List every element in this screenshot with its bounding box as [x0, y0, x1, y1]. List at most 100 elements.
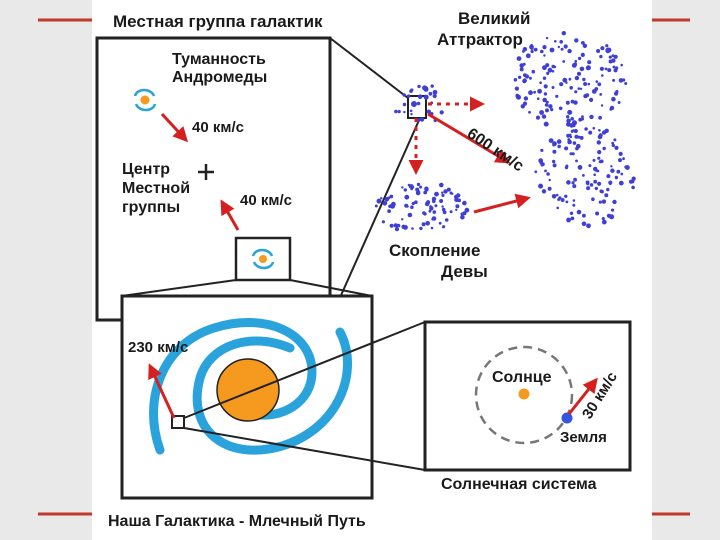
- group-center-plus-icon: [198, 164, 214, 180]
- galaxy-dot: [611, 208, 615, 212]
- galaxy-dot: [611, 141, 615, 145]
- galaxy-dot: [618, 180, 624, 186]
- galaxy-dot: [582, 77, 586, 82]
- galaxy-dot: [528, 110, 531, 114]
- galaxy-dot: [417, 94, 423, 99]
- galaxy-dot: [597, 150, 602, 155]
- galaxy-dot: [566, 118, 571, 124]
- galaxy-dot: [567, 48, 572, 54]
- galaxy-dot: [553, 65, 557, 69]
- galaxy-dot: [592, 158, 596, 162]
- galaxy-dot: [595, 80, 599, 83]
- galaxy-dot: [525, 53, 531, 59]
- galaxy-dot: [566, 133, 571, 138]
- galaxy-dot: [599, 54, 603, 59]
- galaxy-dot: [396, 223, 401, 228]
- galaxy-dot: [597, 82, 602, 87]
- galaxy-dot: [551, 194, 557, 199]
- galaxy-dot: [591, 89, 597, 94]
- galaxy-dot: [599, 66, 605, 71]
- galaxy-dot: [569, 135, 573, 139]
- galaxy-dot: [571, 152, 575, 156]
- zoom-line-gal-right: [289, 279, 373, 297]
- galaxy-dot: [414, 200, 418, 204]
- galaxy-dot: [394, 109, 398, 114]
- galaxy-dot: [600, 159, 604, 164]
- galaxy-dot: [404, 194, 410, 200]
- zoom-line-lg-top: [329, 37, 409, 99]
- galaxy-dot: [537, 88, 542, 94]
- galaxy-dot: [625, 165, 630, 170]
- galaxy-dot: [528, 90, 533, 96]
- galaxy-dot: [594, 186, 598, 191]
- galaxy-dot: [546, 71, 550, 75]
- galaxy-dot: [432, 210, 437, 214]
- galaxy-dot: [617, 101, 621, 104]
- galaxy-dot: [556, 206, 559, 210]
- galaxy-dot: [612, 78, 616, 82]
- galaxy-dot: [569, 86, 573, 90]
- earth-icon: [561, 412, 573, 424]
- galaxy-dot: [409, 109, 413, 113]
- galaxy-dot: [579, 87, 583, 91]
- galaxy-dot: [572, 203, 576, 207]
- galaxy-dot: [587, 60, 592, 65]
- galaxy-dot: [557, 144, 561, 149]
- galaxy-dot: [523, 73, 527, 77]
- local-group-title: Местная группа галактик: [113, 12, 323, 31]
- galaxy-dot: [548, 104, 553, 109]
- galaxy-dot: [543, 54, 546, 57]
- galaxy-dot: [599, 93, 603, 96]
- galaxy-dot: [566, 217, 571, 223]
- galaxy-rotation-arrow: [148, 363, 176, 419]
- milky-way-mini-icon: [251, 248, 275, 270]
- galaxy-dot: [380, 197, 383, 200]
- galaxy-dot: [611, 96, 616, 102]
- galaxy-dot: [597, 181, 602, 186]
- galaxy-dot: [441, 191, 444, 194]
- galaxy-dot: [460, 214, 465, 220]
- galaxy-dot: [403, 110, 406, 114]
- galaxy-dot: [522, 62, 526, 66]
- galaxy-dot: [577, 56, 582, 61]
- galaxy-dot: [394, 227, 400, 232]
- galaxy-dot: [555, 193, 559, 197]
- galaxy-dot: [601, 217, 605, 221]
- galaxy-dot: [432, 89, 438, 95]
- galaxy-dot: [569, 123, 574, 128]
- galaxy-dot: [376, 198, 382, 204]
- galaxy-dot: [519, 67, 524, 72]
- andromeda-galaxy-icon: [133, 88, 157, 112]
- galaxy-dot: [438, 221, 442, 225]
- galaxy-dot: [410, 112, 413, 116]
- galaxy-dot: [417, 84, 421, 89]
- galaxy-dot: [428, 91, 433, 96]
- galaxy-dot: [600, 104, 604, 107]
- galaxy-dot: [455, 204, 460, 209]
- galaxy-dot: [564, 165, 569, 170]
- galaxy-dot: [523, 96, 529, 101]
- galaxy-dot: [429, 205, 432, 208]
- galaxy-dot: [605, 44, 609, 48]
- virgo-cluster-cloud: [374, 182, 470, 232]
- galaxy-dot: [542, 76, 547, 80]
- galaxy-dot: [564, 146, 569, 151]
- galaxy-dot: [581, 115, 584, 118]
- galaxy-dot: [404, 203, 409, 208]
- galaxy-dot: [564, 194, 568, 198]
- galaxy-dot: [561, 31, 566, 36]
- galaxy-dot: [618, 158, 622, 163]
- galaxy-speed-label: 230 км/с: [128, 339, 188, 356]
- galaxy-dot: [586, 186, 591, 191]
- zoom-line-gal-left: [121, 279, 237, 297]
- galaxy-dot: [381, 220, 385, 224]
- galaxy-dot: [545, 100, 549, 104]
- galaxy-dot: [417, 190, 421, 194]
- galaxy-dot: [579, 135, 584, 140]
- galaxy-dot: [449, 210, 453, 214]
- galaxy-dot: [589, 97, 594, 102]
- galaxy-dot: [389, 223, 394, 228]
- galaxy-dot: [548, 138, 554, 144]
- galaxy-dot: [585, 66, 589, 70]
- galaxy-dot: [389, 194, 394, 199]
